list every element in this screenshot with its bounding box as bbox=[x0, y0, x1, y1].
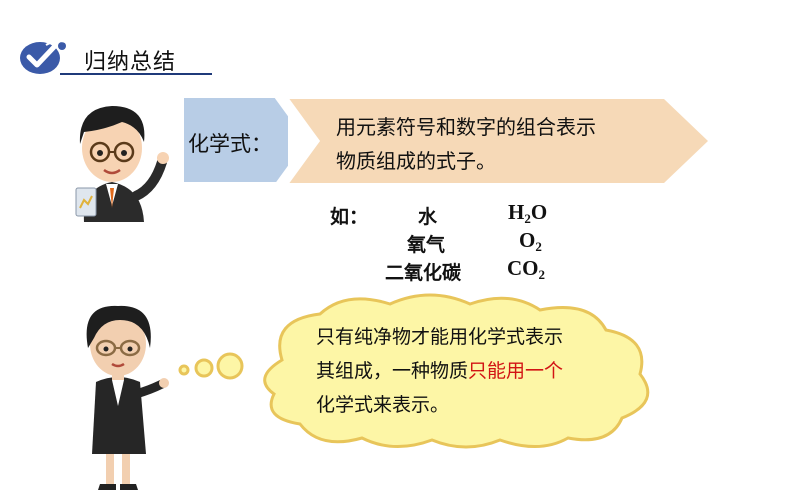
example-formula-oxygen: O2 bbox=[519, 228, 542, 254]
note-line-1: 只有纯净物才能用化学式表示 bbox=[316, 326, 564, 348]
note-text: 只有纯净物才能用化学式表示 其组成，一种物质只能用一个 化学式来表示。 bbox=[316, 320, 646, 422]
examples-prefix: 如： bbox=[330, 206, 369, 228]
example-formula-water: H2O bbox=[508, 200, 548, 226]
definition-label-box bbox=[184, 98, 288, 182]
definition-line-2: 物质组成的式子。 bbox=[336, 149, 496, 173]
checkmark-badge-icon bbox=[20, 40, 67, 74]
note-line-3: 化学式来表示。 bbox=[316, 394, 450, 416]
definition-label: 化学式： bbox=[188, 132, 272, 156]
note-highlight: 只能用一个 bbox=[468, 360, 564, 382]
thought-cloud bbox=[178, 293, 650, 449]
section-title: 归纳总结 bbox=[84, 50, 177, 75]
definition-line-1: 用元素符号和数字的组合表示 bbox=[336, 115, 596, 139]
definition-text: 用元素符号和数字的组合表示 物质组成的式子。 bbox=[336, 110, 666, 178]
title-underline bbox=[60, 73, 212, 75]
example-formula-carbon-dioxide: CO2 bbox=[507, 256, 545, 282]
male-teacher-illustration bbox=[75, 106, 169, 222]
definition-arrow-banner bbox=[274, 97, 708, 185]
note-line-2: 其组成，一种物质只能用一个 bbox=[316, 360, 564, 382]
example-name-carbon-dioxide: 二氧化碳 bbox=[385, 262, 462, 284]
female-teacher-illustration bbox=[86, 305, 169, 490]
example-name-water: 水 bbox=[418, 206, 438, 228]
example-name-oxygen: 氧气 bbox=[407, 234, 446, 256]
